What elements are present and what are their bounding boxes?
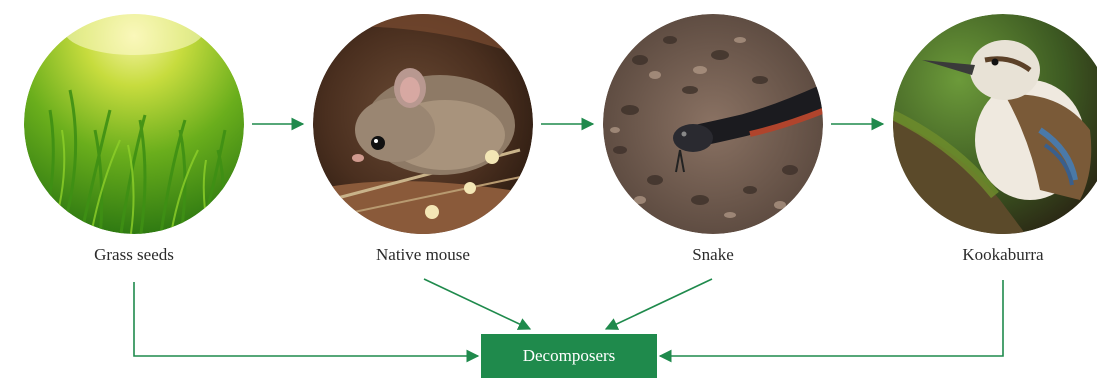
- arrow-kookaburra-to-decomposers: [660, 280, 1003, 356]
- arrow-grass-to-decomposers: [134, 282, 478, 356]
- native-mouse-label: Native mouse: [323, 245, 523, 265]
- decomposers-label: Decomposers: [523, 346, 616, 366]
- snake-label: Snake: [613, 245, 813, 265]
- decomposers-box: Decomposers: [481, 334, 657, 378]
- arrow-mouse-to-decomposers: [424, 279, 530, 329]
- grass-seeds-image: [24, 5, 244, 240]
- kookaburra-label: Kookaburra: [903, 245, 1097, 265]
- snake-image: [603, 14, 825, 234]
- kookaburra-image: [893, 14, 1097, 240]
- native-mouse-image: [313, 14, 540, 240]
- arrow-snake-to-decomposers: [606, 279, 712, 329]
- grass-seeds-label: Grass seeds: [34, 245, 234, 265]
